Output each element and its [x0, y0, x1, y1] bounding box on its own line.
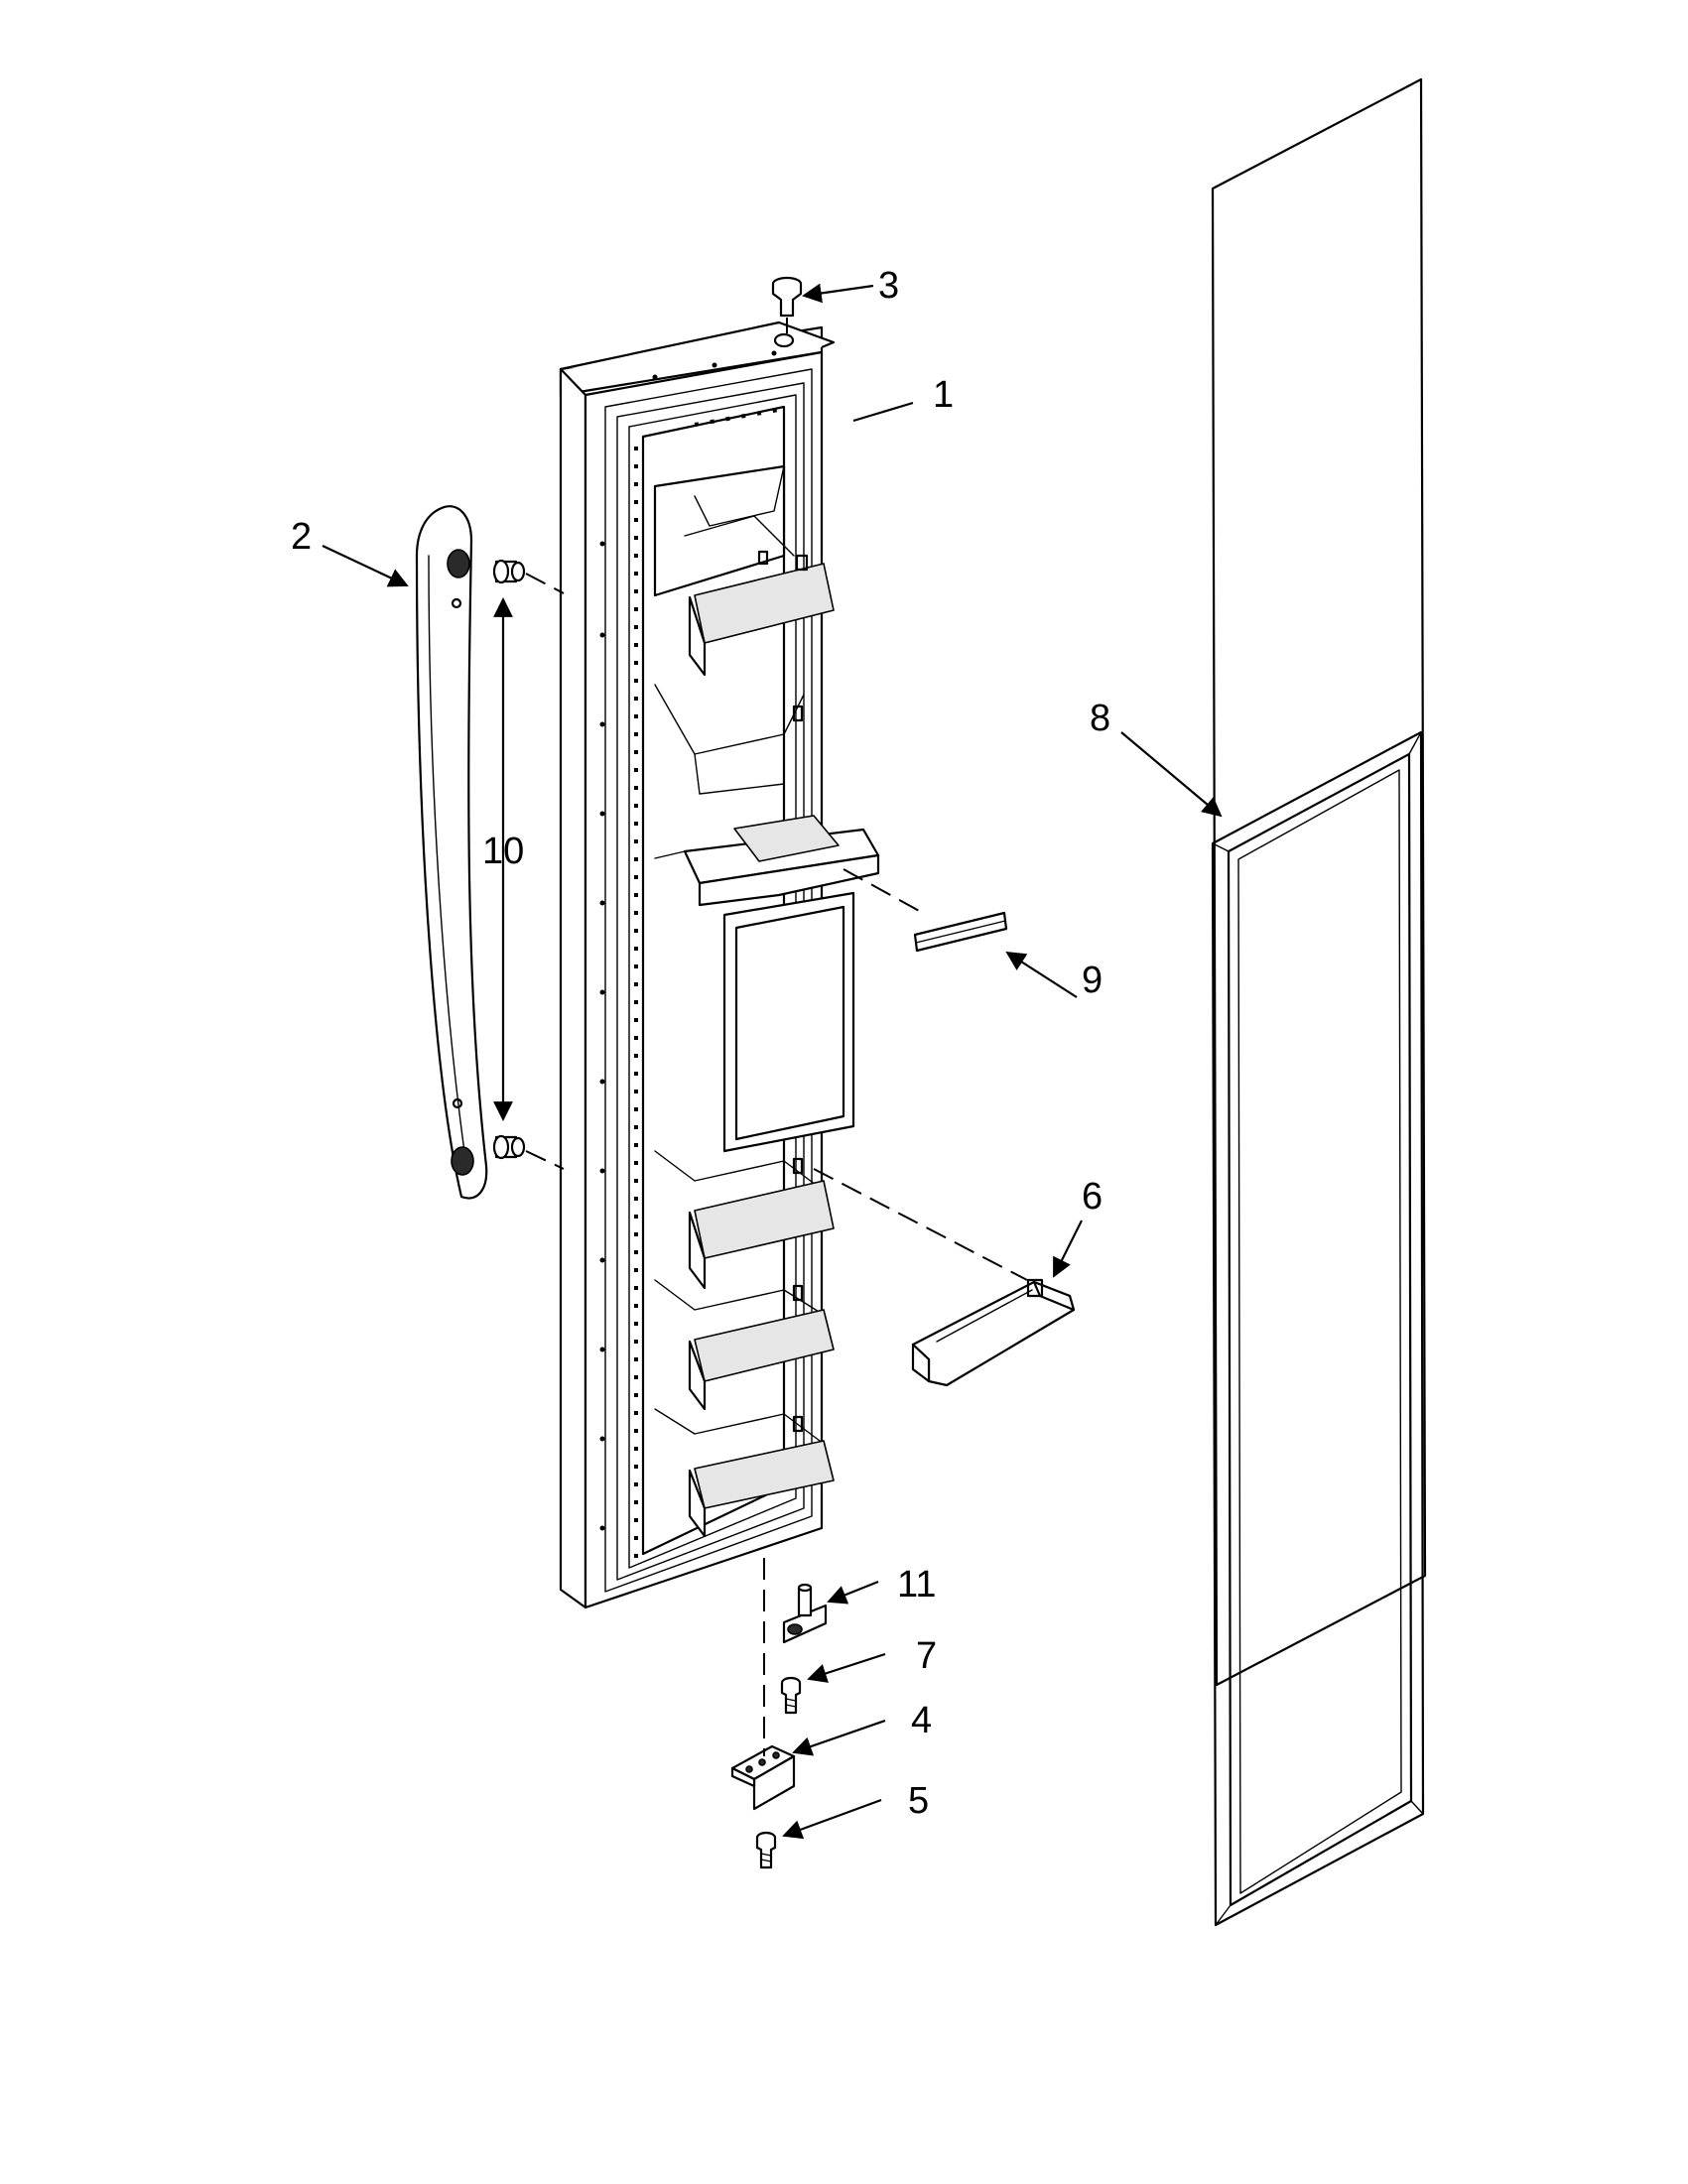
top-hinge-bushing — [771, 276, 803, 333]
callout-11: 11 — [897, 1564, 936, 1606]
bottom-hinge-pin — [782, 1583, 828, 1644]
door-handle — [415, 505, 488, 1200]
callout-1: 1 — [933, 374, 954, 416]
door-assembly — [559, 321, 880, 1609]
dispenser-door-strip — [843, 868, 1008, 953]
door-shelf-lower-1 — [654, 1150, 835, 1290]
callout-3: 3 — [878, 265, 899, 307]
door-bin — [813, 1168, 1076, 1387]
callout-10: 10 — [482, 831, 524, 872]
bottom-hinge-bracket — [730, 1744, 796, 1811]
callout-8: 8 — [1090, 698, 1110, 739]
hinge-screw — [780, 1676, 802, 1715]
door-shelf-second — [654, 684, 805, 795]
door-shelf-lower-2 — [654, 1279, 835, 1411]
dispenser-housing — [654, 815, 880, 1153]
leader-lines — [322, 283, 1223, 1840]
door-shelf-lower-3 — [654, 1408, 835, 1538]
handle-mounting-studs — [492, 559, 565, 1170]
door-gasket — [1211, 77, 1427, 1687]
door-gasket-frame — [1211, 730, 1425, 1927]
callout-6: 6 — [1082, 1176, 1103, 1218]
callout-5: 5 — [908, 1780, 929, 1822]
bracket-screw — [755, 1831, 777, 1869]
callout-7: 7 — [916, 1635, 937, 1677]
callout-4: 4 — [911, 1700, 932, 1741]
callout-2: 2 — [291, 516, 312, 558]
door-shelf-top — [653, 464, 835, 677]
callout-9: 9 — [1082, 960, 1103, 1001]
